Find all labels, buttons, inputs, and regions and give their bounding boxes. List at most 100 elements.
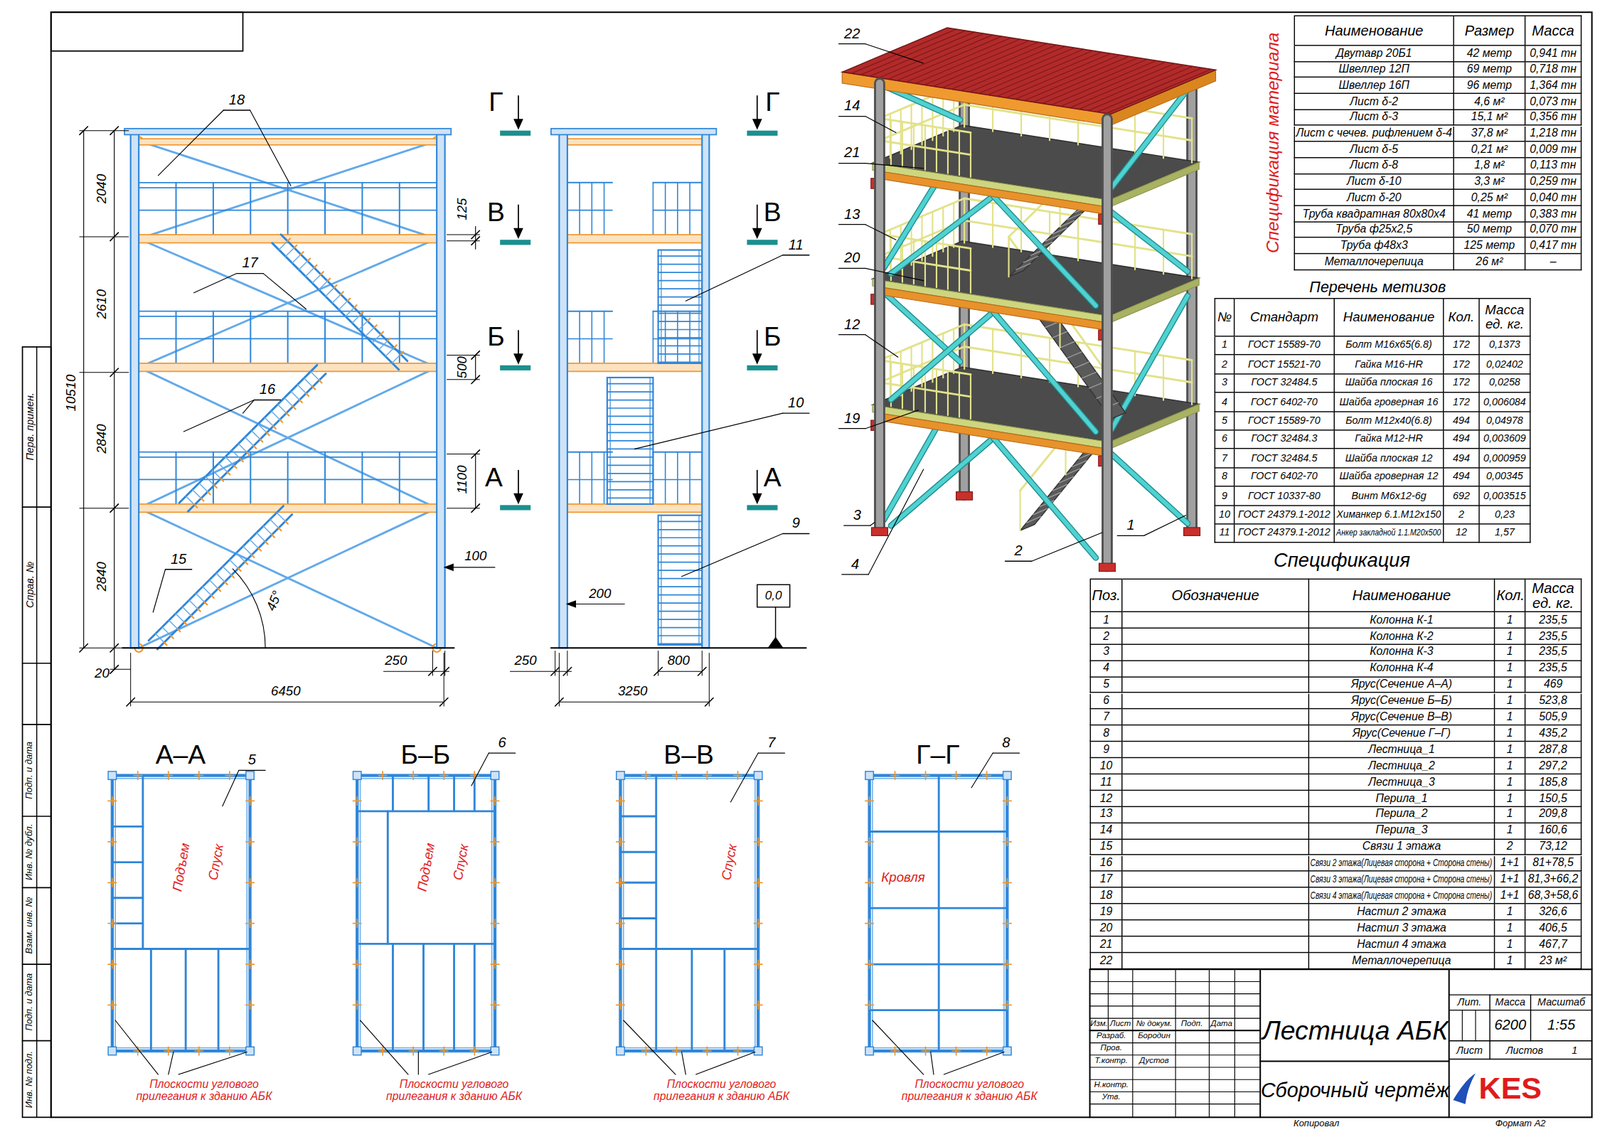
railing-post <box>361 311 363 364</box>
stair-step <box>658 361 703 364</box>
table-cell: 0,417 тн <box>1525 238 1582 255</box>
table-cell-text: 41 метр <box>1467 207 1512 220</box>
column-section <box>246 771 254 780</box>
bolt <box>868 797 871 805</box>
stair-step <box>338 300 348 310</box>
stair-step <box>658 594 703 596</box>
table-cell: 523,8 <box>1525 693 1582 710</box>
railing-post <box>603 182 606 235</box>
table-cell: 9 <box>1090 742 1123 759</box>
stair-step <box>658 329 703 331</box>
bolt <box>706 1046 709 1055</box>
railing-post <box>1007 236 1010 277</box>
section-beam <box>452 943 456 1052</box>
railing-post <box>900 109 902 154</box>
table-cell-text: 21 <box>1100 938 1113 951</box>
stair-step <box>607 423 654 426</box>
table-cell-text: 0,1373 <box>1489 339 1521 351</box>
column <box>558 130 567 649</box>
stair-step <box>607 391 654 393</box>
stair-step <box>658 553 703 555</box>
column-section <box>246 1046 254 1055</box>
dimension-line <box>475 454 476 509</box>
railing-post <box>958 372 960 417</box>
callout-number: 18 <box>228 92 245 109</box>
section-beam <box>620 851 656 854</box>
stair-step <box>1045 234 1060 242</box>
callout-number: 19 <box>844 410 860 426</box>
stair-step <box>658 345 703 348</box>
stair <box>607 377 654 505</box>
floor-beam <box>567 363 702 372</box>
bolt <box>737 771 739 780</box>
stair-step <box>256 532 266 542</box>
table-cell-text: 1 <box>1506 679 1514 692</box>
column-section <box>353 771 362 780</box>
table-cell: 0,941 тн <box>1525 46 1582 63</box>
table-cell-text: Лестница_1 <box>1368 743 1435 756</box>
table-cell-text: 2 <box>1102 630 1110 643</box>
railing-post <box>249 182 252 235</box>
callout-number: 3 <box>853 507 862 524</box>
table-cell: 3 <box>1214 374 1236 393</box>
section-beam <box>112 825 143 828</box>
stair-step <box>216 573 225 582</box>
table-cell-text: 0,040 тн <box>1529 192 1577 205</box>
table-cell-text: Масса ед. кг. <box>1526 580 1579 611</box>
level-mark: 0,0 <box>765 589 783 604</box>
table-cell: 41 метр <box>1454 206 1526 223</box>
callout-number: 2 <box>1014 543 1023 559</box>
table-cell: 0,073 тн <box>1525 93 1582 111</box>
section-frame <box>623 778 756 1049</box>
table-cell: 0,356 тн <box>1525 110 1582 127</box>
stair-step <box>391 354 401 363</box>
railing-post <box>910 104 913 149</box>
stair-step <box>658 520 703 522</box>
bolt <box>757 1001 759 1010</box>
table-cell-text: 0,417 тн <box>1529 239 1577 252</box>
bolt <box>228 1046 231 1055</box>
table-cell: 5 <box>1090 676 1123 694</box>
table-cell: ГОСТ 15589-70 <box>1234 411 1335 431</box>
table-cell: 1 <box>1494 660 1526 677</box>
table-cell-text: 0,003515 <box>1483 490 1527 502</box>
table-cell-text: 406,5 <box>1538 922 1568 935</box>
bolt <box>227 472 231 476</box>
railing-post <box>947 128 949 173</box>
level-leader <box>775 607 776 638</box>
table-cell-text: Швеллер 12П <box>1338 63 1409 76</box>
table-cell-text: 0,113 тн <box>1530 160 1577 173</box>
bolt <box>285 521 288 525</box>
table-cell-text: 0,383 тн <box>1529 207 1577 220</box>
table-cell <box>1122 644 1310 662</box>
table-cell <box>1122 855 1310 872</box>
table-cell-text: ГОСТ 6402-70 <box>1250 396 1318 408</box>
bolt <box>307 258 311 262</box>
table-cell-text: Поз. <box>1091 588 1120 604</box>
title-block-text: Сборочный чертёж <box>1260 1078 1450 1102</box>
table-cell-text: 9 <box>1102 743 1110 756</box>
section-beam <box>620 881 656 884</box>
bolt <box>167 771 170 780</box>
note-text: Плоскости углового прилегания к зданию А… <box>893 1077 1047 1103</box>
table-cell-text: 1 <box>1506 662 1514 675</box>
table-cell: Болт М12х40(6.8) <box>1334 411 1445 431</box>
leader-line <box>730 753 759 803</box>
bolt <box>244 561 248 565</box>
table-cell-text: Наименование <box>1352 588 1452 604</box>
bolt <box>260 439 264 443</box>
stamp-field-label: Подп. и дата <box>24 973 35 1032</box>
table-cell <box>1122 888 1310 905</box>
table-cell: Лист δ-3 <box>1294 110 1455 127</box>
note-text: Плоскости углового прилегания к зданию А… <box>377 1077 531 1103</box>
bolt <box>925 1046 927 1055</box>
table-cell: 96 метр <box>1454 78 1526 95</box>
stair-stringer <box>698 250 700 364</box>
table-cell: 297,2 <box>1525 758 1582 775</box>
leader-shelf <box>839 115 866 117</box>
bolt <box>266 433 270 436</box>
bolt <box>381 1046 384 1055</box>
table-cell: Связи 1 этажа <box>1309 839 1495 856</box>
table-cell: 37,8 м² <box>1454 125 1526 143</box>
stair-step <box>251 430 261 440</box>
